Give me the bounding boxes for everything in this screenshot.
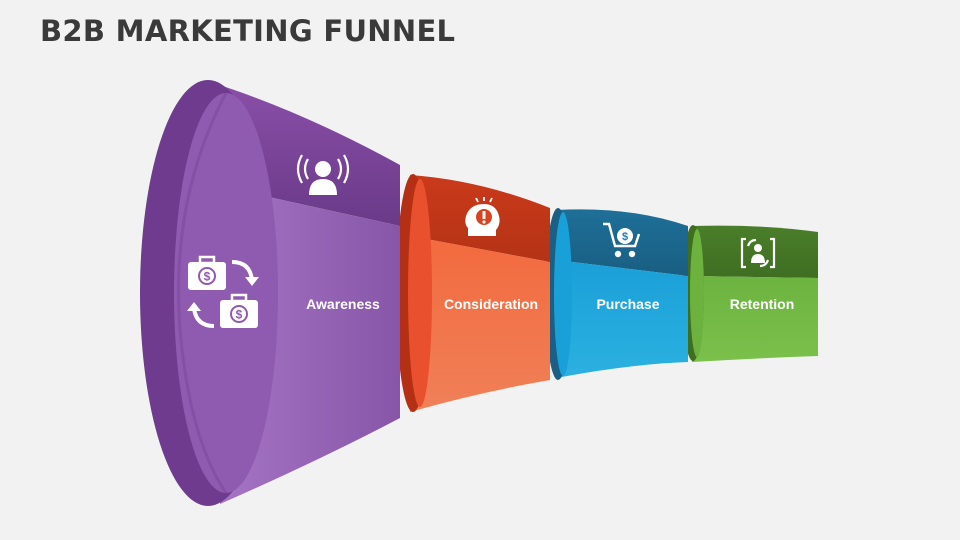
svg-text:$: $ xyxy=(236,308,243,322)
stage-purchase: $ Purchase xyxy=(545,208,688,380)
stage-label-consideration: Consideration xyxy=(444,296,538,312)
person-refresh-icon xyxy=(740,237,776,269)
page-title: B2B MARKETING FUNNEL xyxy=(40,14,456,48)
stage-label-retention: Retention xyxy=(730,296,795,312)
svg-text:$: $ xyxy=(622,231,628,243)
money-briefcase-cycle-icon: $ $ xyxy=(187,255,259,328)
stage-retention: Retention xyxy=(682,225,818,362)
person-broadcast-icon xyxy=(296,154,350,195)
stage-label-awareness: Awareness xyxy=(306,296,380,312)
stage-awareness: $ $ Awareness xyxy=(140,80,400,506)
shopping-cart-dollar-icon: $ xyxy=(603,222,641,258)
stage-consideration: Consideration xyxy=(396,174,550,412)
lightbulb-head-icon xyxy=(465,197,500,236)
stage-label-purchase: Purchase xyxy=(596,296,659,312)
svg-text:$: $ xyxy=(204,270,211,284)
